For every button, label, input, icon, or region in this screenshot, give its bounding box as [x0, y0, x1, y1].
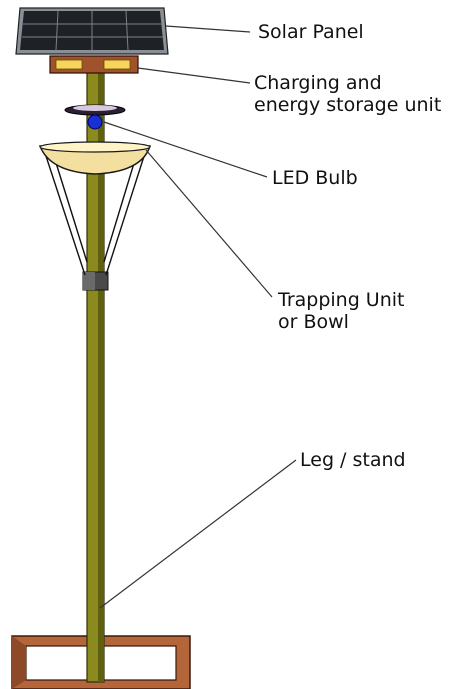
label-led-bulb: LED Bulb	[272, 167, 358, 189]
leader-trapping-bowl	[145, 149, 273, 298]
label-leg-stand: Leg / stand	[300, 449, 406, 471]
leader-leg-stand	[99, 459, 297, 609]
solar-panel	[15, 7, 169, 55]
label-solar-panel: Solar Panel	[258, 21, 364, 43]
label-charging-line-1: Charging and	[254, 72, 382, 94]
label-charging-storage-unit: Charging and energy storage unit	[254, 72, 441, 116]
label-trapping-unit: Trapping Unit or Bowl	[278, 289, 405, 333]
label-charging-line-2: energy storage unit	[254, 94, 442, 116]
storage-unit	[49, 55, 139, 74]
leader-lines	[99, 25, 297, 609]
leader-storage-unit	[137, 67, 251, 84]
led-bulb-assembly	[64, 104, 126, 130]
pole-clamp	[82, 271, 109, 291]
leader-solar-panel	[165, 25, 251, 33]
label-trapping-line-1: Trapping Unit	[278, 289, 405, 311]
trapping-bowl	[38, 141, 152, 175]
label-trapping-line-2: or Bowl	[278, 311, 349, 333]
bowl-supports	[43, 149, 147, 276]
leader-led-bulb	[103, 121, 268, 178]
